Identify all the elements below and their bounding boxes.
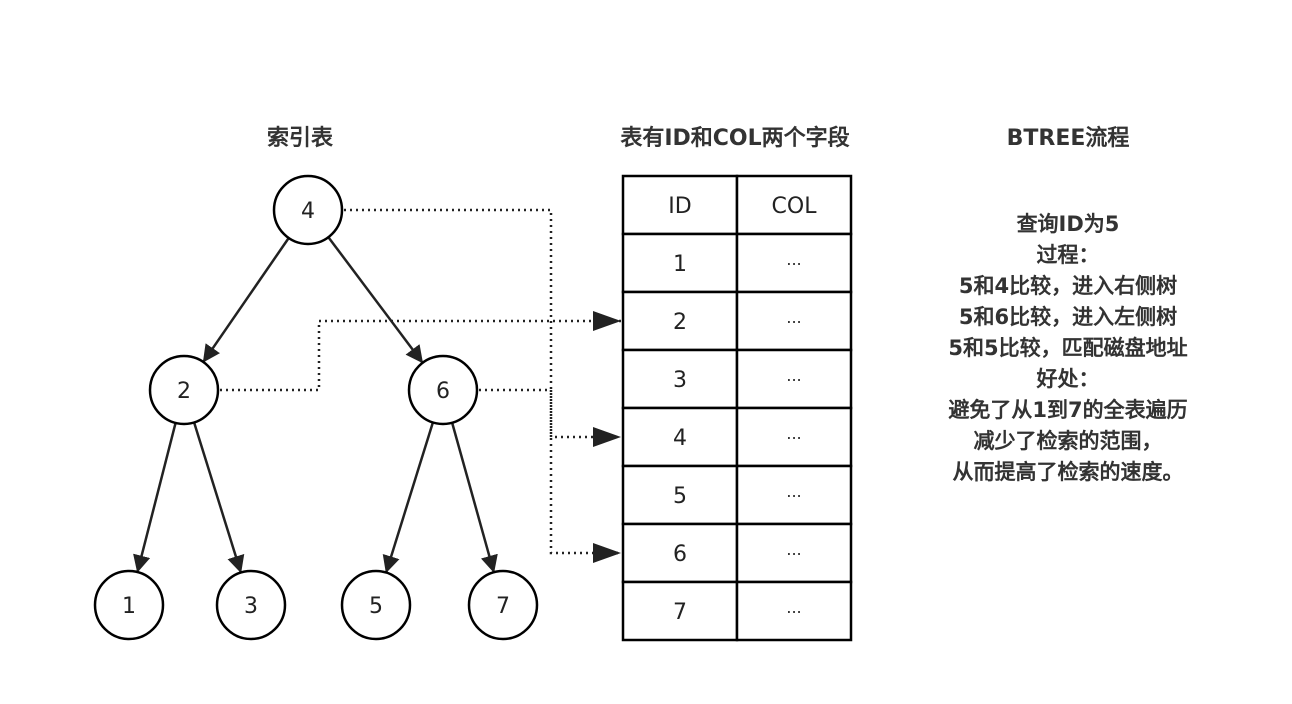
desc-line: 从而提高了检索的速度。 (953, 460, 1184, 484)
pointer-line (220, 319, 621, 392)
table-cell: 2 (673, 310, 687, 335)
desc-line: 5和6比较，进入左侧树 (959, 305, 1177, 329)
table-cell: ... (786, 540, 801, 559)
pointer-lines (220, 208, 621, 563)
tree-node-label: 1 (122, 594, 136, 619)
tree-edge (327, 236, 424, 364)
table-cell: ... (786, 482, 801, 501)
tree-node-label: 5 (369, 594, 383, 619)
btree-description: 查询ID为5 过程： 5和4比较，进入右侧树 5和6比较，进入左侧树 5和5比较… (948, 212, 1187, 484)
desc-line: 避免了从1到7的全表遍历 (948, 398, 1187, 422)
tree-edge (202, 237, 290, 363)
index-table-title: 索引表 (267, 126, 334, 151)
table-cell: 1 (673, 252, 687, 277)
table-cell-border (735, 348, 853, 410)
table-header-cell: ID (668, 194, 691, 219)
table-cell: ... (786, 424, 801, 443)
table-cell: ... (786, 308, 801, 327)
tree-node-label: 2 (177, 379, 191, 404)
pointer-line (479, 388, 621, 555)
data-table-title: 表有ID和COL两个字段 (620, 125, 849, 151)
table-cell: 7 (673, 600, 687, 625)
table-cell-border (621, 290, 739, 352)
table-header-cell: COL (772, 194, 818, 219)
table-cell: 5 (673, 484, 687, 509)
table-cell: 6 (673, 542, 687, 567)
table-cell: ... (786, 366, 801, 385)
desc-line: 5和4比较，进入右侧树 (959, 274, 1177, 298)
table-cell-border (621, 348, 739, 410)
table-cell: 4 (673, 426, 687, 451)
tree-edge (450, 422, 498, 573)
tree-node (340, 569, 412, 641)
table-cell: ... (786, 250, 801, 269)
table-cell-border (621, 580, 739, 642)
table-cell-border (735, 522, 853, 584)
tree-edge (192, 422, 245, 574)
tree-node-label: 3 (244, 594, 258, 619)
tree-node (467, 569, 539, 641)
tree-node (272, 174, 344, 246)
tree-node (407, 354, 479, 426)
desc-line: 减少了检索的范围， (974, 429, 1163, 453)
pointer-arrowhead (593, 427, 621, 447)
table-cell-border (735, 290, 853, 352)
pointer-arrowhead (593, 311, 621, 331)
tree-node-label: 6 (436, 379, 450, 404)
desc-line: 好处： (1036, 367, 1100, 391)
tree-node (215, 569, 287, 641)
table-cell-border (621, 522, 739, 584)
table-cell-border (735, 580, 853, 642)
pointer-line (344, 208, 621, 439)
tree-node (148, 354, 220, 426)
tree-edge (133, 422, 177, 573)
desc-line: 查询ID为5 (1017, 212, 1120, 236)
tree-node (93, 569, 165, 641)
data-table: ID COL 1... 2... 3... 4... 5... 6... 7... (621, 174, 853, 642)
tree-node-label: 7 (496, 594, 510, 619)
desc-line: 5和5比较，匹配磁盘地址 (948, 336, 1187, 360)
tree-node-label: 4 (301, 199, 315, 224)
tree-edge (382, 422, 435, 574)
pointer-arrowhead (593, 543, 621, 563)
btree-flow-title: BTREE流程 (1007, 125, 1130, 151)
table-cell: 3 (673, 368, 687, 393)
tree-edges (133, 236, 498, 574)
table-cell-border (735, 406, 853, 468)
table-cell: ... (786, 598, 801, 617)
tree-nodes: 4 2 6 1 3 5 7 (93, 174, 539, 641)
desc-line: 过程： (1037, 243, 1100, 267)
